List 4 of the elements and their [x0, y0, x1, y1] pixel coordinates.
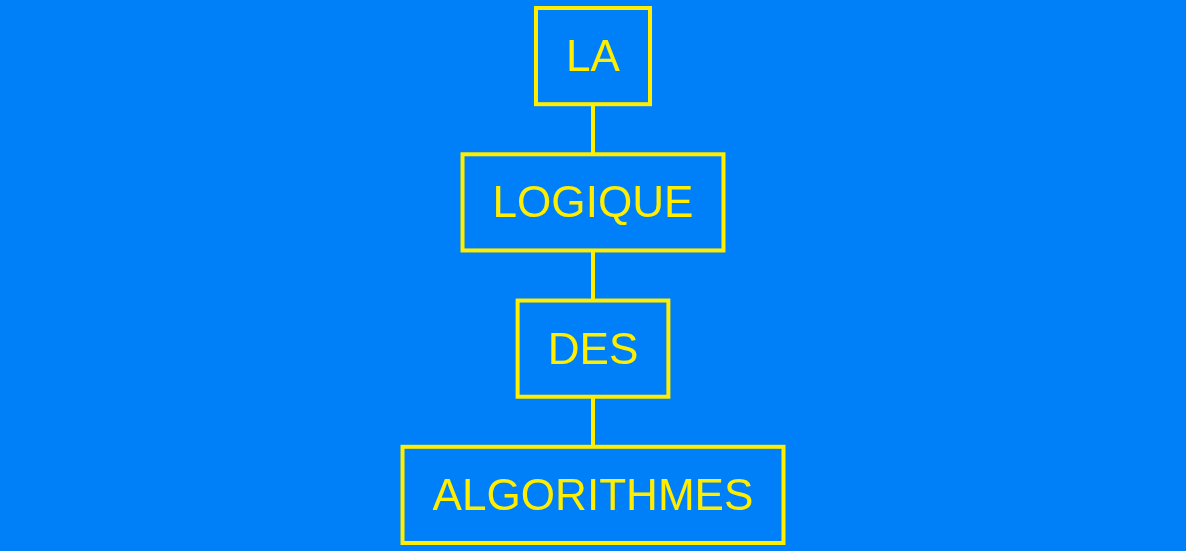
- node-box: LOGIQUE: [460, 152, 726, 253]
- node-box: LA: [533, 6, 653, 107]
- node-box: DES: [515, 298, 671, 399]
- node-box: ALGORITHMES: [400, 444, 786, 545]
